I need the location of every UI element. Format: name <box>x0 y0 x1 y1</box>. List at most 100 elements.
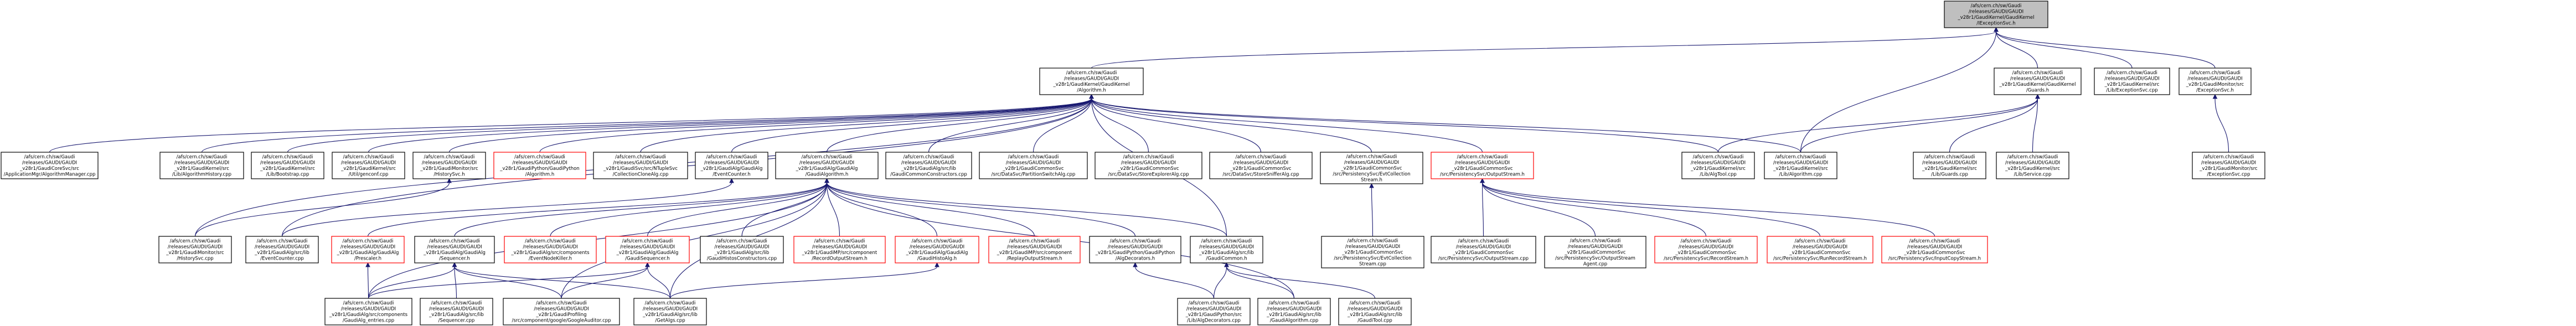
node-appmgr_cpp[interactable]: /afs/cern.ch/sw/Gaudi/releases/GAUDI/GAU… <box>1 152 99 179</box>
node-histoalg_h[interactable]: /afs/cern.ch/sw/Gaudi/releases/GAUDI/GAU… <box>895 236 979 263</box>
node-label-line: /afs/cern.ch/sw/Gaudi <box>802 154 853 160</box>
node-exceptionsvc_cpp[interactable]: /afs/cern.ch/sw/Gaudi/releases/GAUDI/GAU… <box>2094 68 2170 95</box>
node-label-line: /releases/GAUDI/GAUDI <box>1121 161 1176 166</box>
node-label-line: /afs/cern.ch/sw/Gaudi <box>1350 301 1401 306</box>
node-label: /afs/cern.ch/sw/Gaudi/releases/GAUDI/GAU… <box>707 239 777 262</box>
node-label-line: /releases/GAUDI/GAUDI <box>1456 245 1511 250</box>
node-algdecorators_cpp[interactable]: /afs/cern.ch/sw/Gaudi/releases/GAUDI/GAU… <box>1177 298 1251 325</box>
node-exceptionsvc_h[interactable]: /afs/cern.ch/sw/Gaudi/releases/GAUDI/GAU… <box>2178 68 2252 95</box>
node-label-line: /afs/cern.ch/sw/Gaudi <box>2203 154 2254 160</box>
node-inputcopystream_h[interactable]: /afs/cern.ch/sw/Gaudi/releases/GAUDI/GAU… <box>1881 236 1988 263</box>
node-eventcounter_h[interactable]: /afs/cern.ch/sw/Gaudi/releases/GAUDI/GAU… <box>695 152 768 179</box>
node-label-line: /releases/GAUDI/GAUDI <box>613 161 668 166</box>
node-label-line: _v28r1/GaudiCommonSvc <box>1451 166 1513 172</box>
node-label: /afs/cern.ch/sw/Gaudi/releases/GAUDI/GAU… <box>1199 239 1254 262</box>
edge-line <box>2214 98 2229 153</box>
node-label-line: _v28r1/GaudiCommonSvc <box>1675 250 1737 256</box>
node-box <box>503 298 620 325</box>
node-historysvc_h[interactable]: /afs/cern.ch/sw/Gaudi/releases/GAUDI/GAU… <box>412 152 486 179</box>
node-evtcollectionstream_cpp[interactable]: /afs/cern.ch/sw/Gaudi/releases/GAUDI/GAU… <box>1321 236 1424 268</box>
edge-line <box>826 98 1092 153</box>
node-bootstrap_cpp[interactable]: /afs/cern.ch/sw/Gaudi/releases/GAUDI/GAU… <box>251 152 324 179</box>
node-partitionswitch_cpp[interactable]: /afs/cern.ch/sw/Gaudi/releases/GAUDI/GAU… <box>979 152 1088 179</box>
node-label-line: _v28r1/GaudiMonitor/src <box>166 250 224 256</box>
edge-line <box>1213 266 1227 299</box>
node-label-line: /releases/GAUDI/GAUDI <box>643 307 698 312</box>
node-gaudihistoscontr_cpp[interactable]: /afs/cern.ch/sw/Gaudi/releases/GAUDI/GAU… <box>700 236 784 263</box>
node-ntuplesvc_cpp[interactable]: /afs/cern.ch/sw/Gaudi/releases/GAUDI/GAU… <box>593 152 688 179</box>
node-exceptionsvc2_cpp[interactable]: /afs/cern.ch/sw/Gaudi/releases/GAUDI/GAU… <box>2192 152 2265 179</box>
node-gaudialg_entries_cpp[interactable]: /afs/cern.ch/sw/Gaudi/releases/GAUDI/GAU… <box>324 298 412 325</box>
node-prescaler_h[interactable]: /afs/cern.ch/sw/Gaudi/releases/GAUDI/GAU… <box>331 236 405 263</box>
edge-line <box>1995 31 2133 69</box>
node-gaudialgorithm_cpp[interactable]: /afs/cern.ch/sw/Gaudi/releases/GAUDI/GAU… <box>1257 298 1331 325</box>
node-label-line: /afs/cern.ch/sw/Gaudi <box>1189 301 1240 306</box>
node-sequencer_cpp[interactable]: /afs/cern.ch/sw/Gaudi/releases/GAUDI/GAU… <box>420 298 493 325</box>
node-replayoutputstream_h[interactable]: /afs/cern.ch/sw/Gaudi/releases/GAUDI/GAU… <box>988 236 1081 263</box>
node-label-line: _v28r1/GaudiAlg/src/lib <box>1199 250 1254 256</box>
node-gaudicommon_h[interactable]: /afs/cern.ch/sw/Gaudi/releases/GAUDI/GAU… <box>1190 236 1263 263</box>
node-guards_cpp[interactable]: /afs/cern.ch/sw/Gaudi/releases/GAUDI/GAU… <box>1913 152 1986 179</box>
node-guards_h[interactable]: /afs/cern.ch/sw/Gaudi/releases/GAUDI/GAU… <box>1994 68 2082 95</box>
node-sequencer_h[interactable]: /afs/cern.ch/sw/Gaudi/releases/GAUDI/GAU… <box>414 236 495 263</box>
node-recordstream_h[interactable]: /afs/cern.ch/sw/Gaudi/releases/GAUDI/GAU… <box>1654 236 1758 263</box>
node-getalgs_cpp[interactable]: /afs/cern.ch/sw/Gaudi/releases/GAUDI/GAU… <box>633 298 707 325</box>
node-label-line: /releases/GAUDI/GAUDI <box>704 161 759 166</box>
node-label-line: /releases/GAUDI/GAUDI <box>340 245 395 250</box>
edge-bootstrap_cpp-to-algorithm_h <box>287 94 1094 153</box>
node-gaudialgorithm_h[interactable]: /afs/cern.ch/sw/Gaudi/releases/GAUDI/GAU… <box>775 152 879 179</box>
node-label: /afs/cern.ch/sw/Gaudi/releases/GAUDI/GAU… <box>423 239 486 262</box>
node-gauditool_cpp[interactable]: /afs/cern.ch/sw/Gaudi/releases/GAUDI/GAU… <box>1338 298 1412 325</box>
node-label: /afs/cern.ch/sw/Gaudi/releases/GAUDI/GAU… <box>429 301 484 324</box>
node-label: /afs/cern.ch/sw/Gaudi/releases/GAUDI/GAU… <box>1222 154 1299 178</box>
node-label: /afs/cern.ch/sw/Gaudi/releases/GAUDI/GAU… <box>337 239 399 262</box>
node-eventcounter_cpp[interactable]: /afs/cern.ch/sw/Gaudi/releases/GAUDI/GAU… <box>245 236 319 263</box>
node-recordoutputstream_h[interactable]: /afs/cern.ch/sw/Gaudi/releases/GAUDI/GAU… <box>793 236 886 263</box>
node-label: /afs/cern.ch/sw/Gaudi/releases/GAUDI/GAU… <box>1773 154 1828 178</box>
node-label-line: /EventCounter.h <box>713 172 751 178</box>
node-service_cpp[interactable]: /afs/cern.ch/sw/Gaudi/releases/GAUDI/GAU… <box>1996 152 2069 179</box>
node-label-line: /Util/genconf.cpp <box>349 172 389 178</box>
node-box <box>1321 236 1424 268</box>
node-getconf_cpp[interactable]: /afs/cern.ch/sw/Gaudi/releases/GAUDI/GAU… <box>332 152 405 179</box>
node-label: /afs/cern.ch/sw/Gaudi/releases/GAUDI/GAU… <box>1664 239 1748 262</box>
node-pyalg_h[interactable]: /afs/cern.ch/sw/Gaudi/releases/GAUDI/GAU… <box>493 152 586 179</box>
node-label-line: /afs/cern.ch/sw/Gaudi <box>24 154 75 160</box>
node-googleauditor_cpp[interactable]: /afs/cern.ch/sw/Gaudi/releases/GAUDI/GAU… <box>503 298 620 325</box>
node-algtool_cpp[interactable]: /afs/cern.ch/sw/Gaudi/releases/GAUDI/GAU… <box>1681 152 1755 179</box>
edge-line <box>2032 98 2038 153</box>
edge-line <box>826 182 938 237</box>
node-box <box>885 152 972 179</box>
edge-line <box>640 98 1092 153</box>
edge-arrowhead <box>365 262 370 267</box>
edge-line <box>1091 31 1997 69</box>
node-historysvc_cpp[interactable]: /afs/cern.ch/sw/Gaudi/releases/GAUDI/GAU… <box>158 236 232 263</box>
node-box <box>245 236 319 263</box>
node-storesnifferalg_cpp[interactable]: /afs/cern.ch/sw/Gaudi/releases/GAUDI/GAU… <box>1209 152 1313 179</box>
node-runrecordstream_h[interactable]: /afs/cern.ch/sw/Gaudi/releases/GAUDI/GAU… <box>1767 236 1873 263</box>
node-eventnodekiller_h[interactable]: /afs/cern.ch/sw/Gaudi/releases/GAUDI/GAU… <box>504 236 597 263</box>
node-box <box>1431 152 1534 179</box>
edge-googleauditor_cpp-to-gaudisequencer_h <box>561 262 650 299</box>
edge-arrowhead <box>2035 94 2040 99</box>
node-label: /afs/cern.ch/sw/Gaudi/releases/GAUDI/GAU… <box>2199 154 2258 178</box>
node-algorithm_cpp[interactable]: /afs/cern.ch/sw/Gaudi/releases/GAUDI/GAU… <box>1764 152 1837 179</box>
edge-gaudicommon_h-to-gaudialgorithm_h <box>824 178 1227 237</box>
node-outputstreamagent_cpp[interactable]: /afs/cern.ch/sw/Gaudi/releases/GAUDI/GAU… <box>1544 236 1646 268</box>
node-algorithm_h[interactable]: /afs/cern.ch/sw/Gaudi/releases/GAUDI/GAU… <box>1039 68 1144 95</box>
node-box <box>1996 152 2069 179</box>
edge-line <box>561 182 828 299</box>
node-label-line: _v28r1/GaudiCommonSvc <box>1230 166 1292 172</box>
node-box <box>1431 236 1536 263</box>
node-evtcollectionstream_h[interactable]: /afs/cern.ch/sw/Gaudi/releases/GAUDI/GAU… <box>1320 152 1423 184</box>
node-algdecorators_h[interactable]: /afs/cern.ch/sw/Gaudi/releases/GAUDI/GAU… <box>1089 236 1181 263</box>
node-label-line: /afs/cern.ch/sw/Gaudi <box>1269 301 1320 306</box>
node-alghistory_cpp[interactable]: /afs/cern.ch/sw/Gaudi/releases/GAUDI/GAU… <box>159 152 244 179</box>
node-gaudicommonconstr_cpp[interactable]: /afs/cern.ch/sw/Gaudi/releases/GAUDI/GAU… <box>885 152 972 179</box>
node-label: /afs/cern.ch/sw/Gaudi/releases/GAUDI/GAU… <box>1922 154 1977 178</box>
node-outputstream_h[interactable]: /afs/cern.ch/sw/Gaudi/releases/GAUDI/GAU… <box>1431 152 1534 179</box>
edge-getalgs_cpp-to-gaudisequencer_h <box>645 262 671 299</box>
node-storeexplorer_cpp[interactable]: /afs/cern.ch/sw/Gaudi/releases/GAUDI/GAU… <box>1095 152 1202 179</box>
node-gaudisequencer_h[interactable]: /afs/cern.ch/sw/Gaudi/releases/GAUDI/GAU… <box>605 236 690 263</box>
node-outputstream_cpp[interactable]: /afs/cern.ch/sw/Gaudi/releases/GAUDI/GAU… <box>1431 236 1536 263</box>
